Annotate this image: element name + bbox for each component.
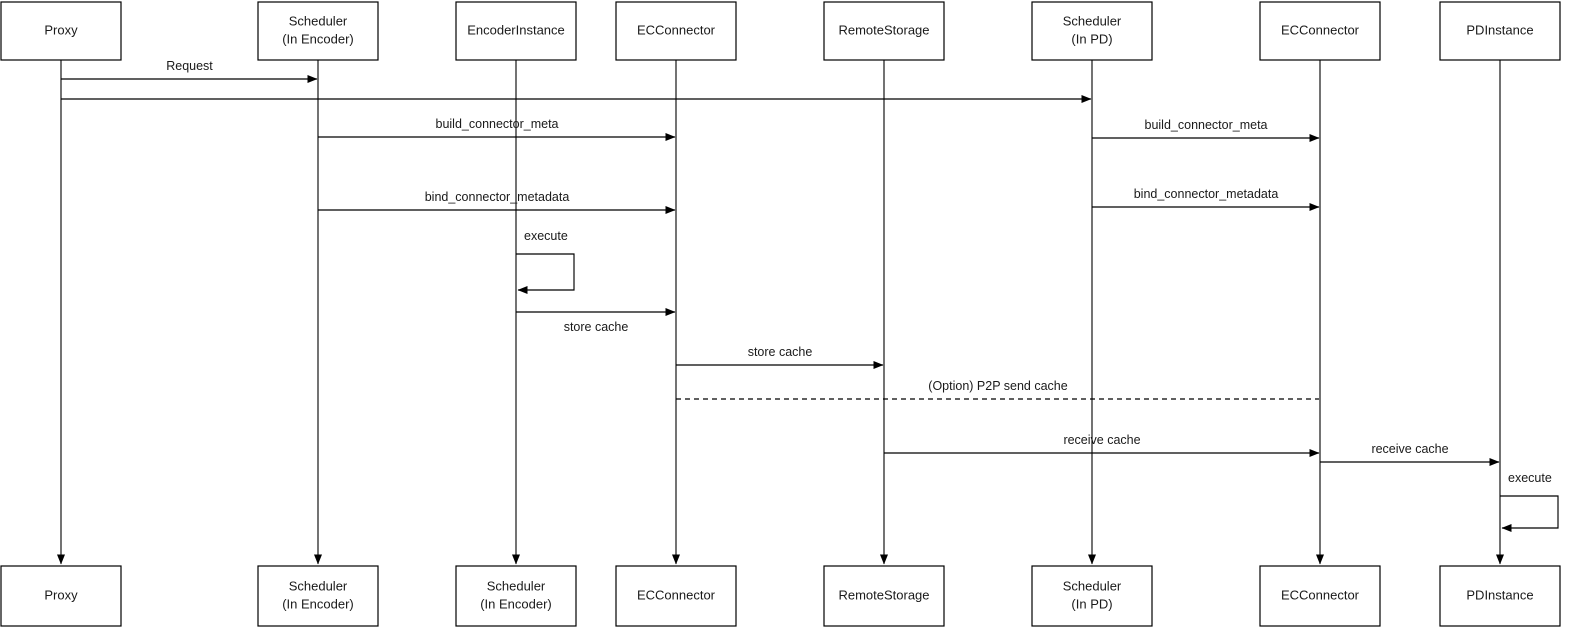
message-label: build_connector_meta	[436, 117, 559, 131]
self-call-label: execute	[1508, 471, 1552, 485]
lifelines-layer	[57, 60, 1504, 565]
participant-label-line2: (In Encoder)	[282, 31, 354, 46]
message-label: bind_connector_metadata	[1134, 187, 1279, 201]
message-label: bind_connector_metadata	[425, 190, 570, 204]
participant-box-bottom-remote-storage[interactable]: RemoteStorage	[823, 565, 945, 627]
participant-box-bottom-encoder-instance[interactable]: Scheduler (In Encoder)	[455, 565, 577, 627]
participant-label-line1: EncoderInstance	[467, 22, 565, 37]
participant-box-bottom-ec-connector-pd[interactable]: ECConnector	[1259, 565, 1381, 627]
participant-label-line1: Scheduler	[487, 578, 546, 593]
participant-label-line1: ECConnector	[637, 22, 716, 37]
participant-box-top-proxy[interactable]: Proxy	[0, 1, 122, 61]
message-p2p-send-cache[interactable]: (Option) P2P send cache	[676, 379, 1319, 400]
participant-box-top-scheduler-encoder[interactable]: Scheduler (In Encoder)	[257, 1, 379, 61]
message-store-cache-remote[interactable]: store cache	[676, 345, 884, 369]
message-label: store cache	[748, 345, 813, 359]
message-store-cache-enc[interactable]: store cache	[516, 308, 676, 334]
message-label: receive cache	[1371, 442, 1448, 456]
self-call-execute-encoder[interactable]: execute	[516, 229, 575, 294]
participant-label-line1: ECConnector	[1281, 587, 1360, 602]
participant-label-line1: Proxy	[44, 587, 78, 602]
message-build-connector-meta-enc[interactable]: build_connector_meta	[318, 117, 676, 141]
participant-label-line1: Scheduler	[1063, 578, 1122, 593]
message-receive-cache-pd-instance[interactable]: receive cache	[1320, 442, 1500, 466]
participant-box-top-ec-connector-enc[interactable]: ECConnector	[615, 1, 737, 61]
participant-box-bottom-ec-connector-enc[interactable]: ECConnector	[615, 565, 737, 627]
message-bind-connector-metadata-enc[interactable]: bind_connector_metadata	[318, 190, 676, 214]
message-label: (Option) P2P send cache	[928, 379, 1067, 393]
participant-label-line1: RemoteStorage	[838, 22, 929, 37]
participant-label-line1: Proxy	[44, 22, 78, 37]
self-call-label: execute	[524, 229, 568, 243]
message-receive-cache-pd-conn[interactable]: receive cache	[884, 433, 1320, 457]
participant-label-line2: (In PD)	[1071, 31, 1112, 46]
participant-box-bottom-pd-instance[interactable]: PDInstance	[1439, 565, 1561, 627]
participant-label-line2: (In Encoder)	[282, 596, 354, 611]
participant-label-line1: PDInstance	[1466, 22, 1533, 37]
message-label: store cache	[564, 320, 629, 334]
message-label: Request	[166, 59, 213, 73]
participant-label-line2: (In Encoder)	[480, 596, 552, 611]
participant-box-top-pd-instance[interactable]: PDInstance	[1439, 1, 1561, 61]
participant-box-top-scheduler-pd[interactable]: Scheduler (In PD)	[1031, 1, 1153, 61]
participant-box-bottom-proxy[interactable]: Proxy	[0, 565, 122, 627]
message-label: receive cache	[1063, 433, 1140, 447]
top-participant-boxes: Proxy Scheduler (In Encoder) EncoderInstanc…	[0, 1, 1561, 61]
participant-label-line1: PDInstance	[1466, 587, 1533, 602]
message-label: build_connector_meta	[1145, 118, 1268, 132]
participant-box-top-encoder-instance[interactable]: EncoderInstance	[455, 1, 577, 61]
message-bind-connector-metadata-pd[interactable]: bind_connector_metadata	[1092, 187, 1320, 211]
participant-label-line1: Scheduler	[289, 578, 348, 593]
participant-label-line1: RemoteStorage	[838, 587, 929, 602]
participant-label-line1: ECConnector	[1281, 22, 1360, 37]
participant-label-line2: (In PD)	[1071, 596, 1112, 611]
self-calls-layer: execute execute	[516, 229, 1559, 532]
participant-box-bottom-scheduler-pd[interactable]: Scheduler (In PD)	[1031, 565, 1153, 627]
participant-label-line1: ECConnector	[637, 587, 716, 602]
message-build-connector-meta-pd[interactable]: build_connector_meta	[1092, 118, 1320, 142]
participant-label-line1: Scheduler	[1063, 13, 1122, 28]
self-call-path	[1500, 495, 1559, 532]
message-request[interactable]: Request	[61, 59, 318, 83]
bottom-participant-boxes: Proxy Scheduler (In Encoder) Scheduler (In E…	[0, 565, 1561, 627]
participant-label-line1: Scheduler	[289, 13, 348, 28]
self-call-execute-pd[interactable]: execute	[1500, 471, 1559, 532]
participant-box-bottom-scheduler-encoder[interactable]: Scheduler (In Encoder)	[257, 565, 379, 627]
messages-layer: Request build_connector_meta build_connect…	[61, 59, 1500, 466]
participant-box-top-ec-connector-pd[interactable]: ECConnector	[1259, 1, 1381, 61]
self-call-path	[516, 253, 575, 294]
participant-box-top-remote-storage[interactable]: RemoteStorage	[823, 1, 945, 61]
